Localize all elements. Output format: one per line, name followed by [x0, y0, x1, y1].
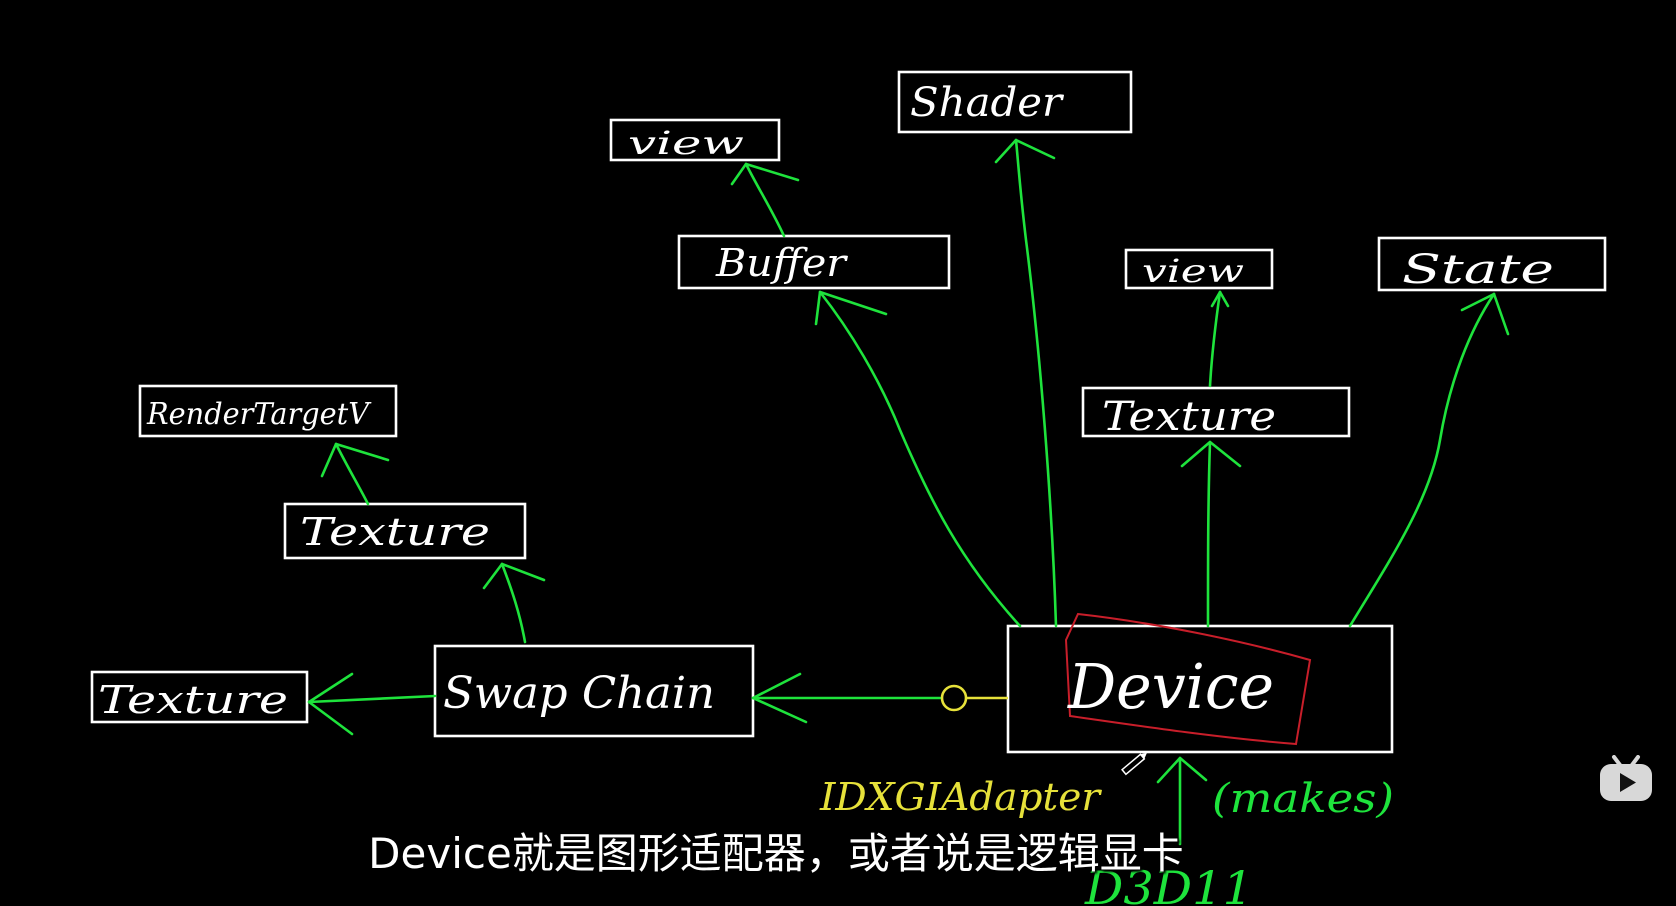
view-left-label: view — [628, 124, 744, 162]
box-shader: Shader — [897, 70, 1133, 134]
pen-cursor-icon — [1121, 752, 1147, 776]
arrow-device-to-texture-right — [1180, 440, 1242, 628]
box-state: State — [1377, 236, 1607, 293]
box-texture-right: Texture — [1081, 386, 1351, 440]
adapter-link — [940, 684, 1008, 712]
shader-label: Shader — [910, 80, 1065, 126]
arrow-texture-to-rtv — [320, 442, 390, 506]
box-texture-left: Texture — [90, 670, 309, 724]
texture-left-label: Texture — [98, 678, 288, 722]
makes-annotation: (makes) — [1212, 776, 1394, 822]
arrow-swapchain-to-texture-left — [307, 672, 437, 736]
device-highlight-outline — [1064, 612, 1312, 746]
arrow-d3d11-makes-device — [1156, 756, 1208, 846]
texture-right-label: Texture — [1102, 394, 1276, 440]
adapter-annotation: IDXGIAdapter — [819, 775, 1103, 819]
box-view-left: view — [609, 118, 781, 162]
swap-chain-label: Swap Chain — [443, 668, 715, 719]
box-texture-top-left: Texture — [283, 502, 527, 560]
arrow-device-to-swapchain — [751, 672, 942, 724]
box-render-target-view: RenderTargetV — [138, 384, 398, 438]
device-label: Device — [1067, 650, 1274, 723]
view-right-label: view — [1142, 252, 1244, 290]
arrow-buffer-to-view — [730, 162, 800, 238]
render-target-view-label: RenderTargetV — [146, 397, 372, 432]
box-view-right: view — [1124, 248, 1274, 290]
box-device: Device — [1006, 612, 1394, 754]
box-buffer: Buffer — [677, 234, 951, 290]
video-subtitle: Device就是图形适配器，或者说是逻辑显卡 — [368, 829, 1184, 878]
arrow-swapchain-to-texture-top — [482, 562, 546, 644]
box-swap-chain: Swap Chain — [433, 644, 755, 738]
texture-top-left-label: Texture — [300, 510, 490, 554]
arrow-device-to-state — [1348, 292, 1510, 628]
arrow-device-to-shader — [994, 138, 1058, 628]
arrow-texture-right-to-view — [1208, 290, 1230, 388]
buffer-label: Buffer — [715, 241, 849, 285]
tv-play-icon[interactable] — [1598, 755, 1654, 803]
arrow-device-to-buffer — [814, 290, 1022, 628]
d3d11-annotation: D3D11 — [1084, 861, 1253, 906]
state-label: State — [1402, 247, 1554, 293]
